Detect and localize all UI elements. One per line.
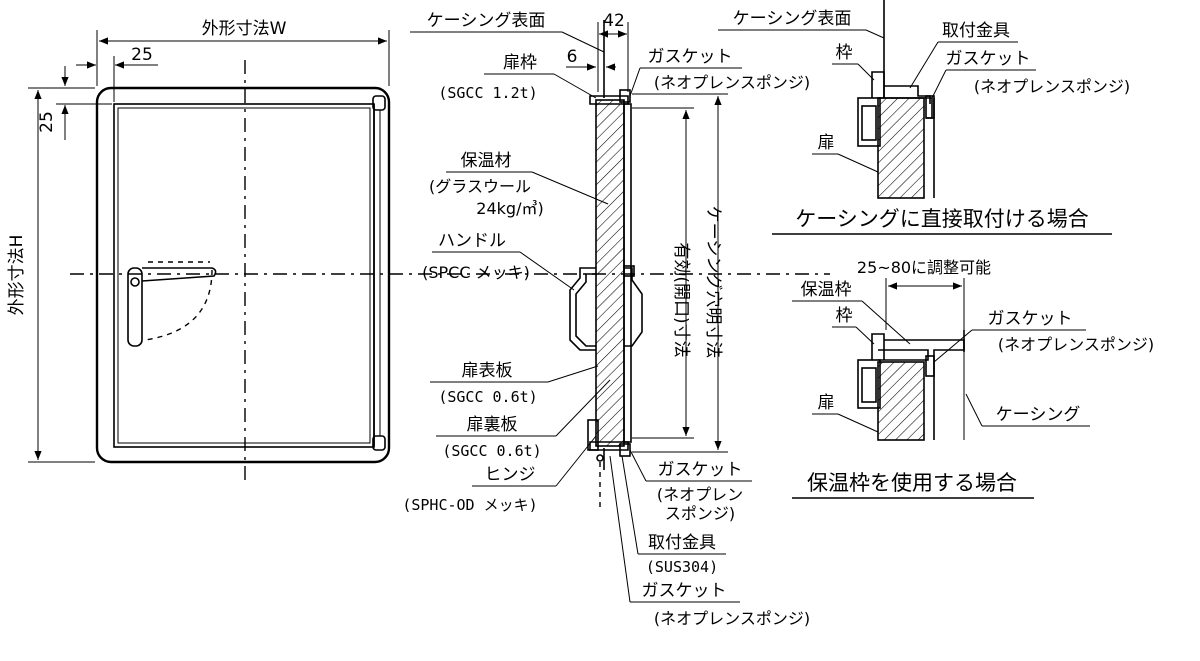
gasket-mid-spec1: (ネオプレン	[657, 485, 743, 504]
width-label: 外形寸法W	[202, 19, 287, 39]
effective-opening-label: 有効(開口)寸法	[671, 242, 691, 357]
detail-direct-mount: ケーシング表面 取付金具 枠 ガスケット (ネオプレンスポンジ) 扉 ケーシング…	[718, 0, 1130, 235]
detail2-gasket-spec: (ネオプレンスポンジ)	[998, 335, 1154, 354]
detail2-gasket-label: ガスケット	[988, 309, 1073, 329]
door-surface-plate-spec: (SGCC 0.6t)	[438, 388, 537, 406]
front-view: 外形寸法W 25 外形寸法H 25	[7, 19, 830, 485]
dim-6: 6	[567, 47, 578, 67]
detail-insulation-frame: 25~80に調整可能 保温枠 枠 ガスケット (ネオプレンスポンジ) 扉 ケーシ…	[792, 258, 1154, 499]
detail-direct-title: ケーシングに直接取付ける場合	[795, 207, 1089, 231]
bracket-spec: (SUS304)	[646, 558, 718, 576]
insulation-density: 24kg/㎥)	[476, 199, 543, 218]
bracket-label: 取付金具	[648, 533, 716, 553]
door-insulation-section	[595, 99, 625, 447]
door-back-plate-label: 扉裏板	[467, 414, 518, 435]
hinge-label: ヒンジ	[485, 465, 536, 485]
hinge-top	[372, 95, 386, 111]
detail-casing-surface-label: ケーシング表面	[733, 9, 852, 29]
dim-25-left: 25	[37, 111, 57, 133]
detail-insulated-title: 保温枠を使用する場合	[807, 471, 1017, 495]
insulation-frame-label: 保温枠	[801, 280, 852, 300]
door-frame-label: 扉枠	[503, 53, 537, 73]
gasket-top-label: ガスケット	[648, 47, 733, 67]
insulation-label: 保温材	[461, 151, 512, 171]
gasket-mid-label: ガスケット	[658, 460, 743, 480]
handle-label: ハンドル	[438, 231, 506, 251]
detail2-door-label: 扉	[818, 393, 835, 413]
detail-gasket-spec: (ネオプレンスポンジ)	[974, 77, 1130, 96]
adjustable-label: 25~80に調整可能	[857, 258, 991, 277]
door-surface-plate-label: 扉表板	[462, 361, 513, 381]
casing-label: ケーシング	[996, 405, 1081, 425]
gasket-bottom-label: ガスケット	[642, 581, 727, 601]
hinge-bottom	[372, 435, 386, 451]
casing-surface-label: ケーシング表面	[427, 11, 546, 31]
gasket-mid-spec2: スポンジ)	[665, 504, 735, 523]
handle-section	[569, 265, 643, 351]
handle-icon	[127, 261, 217, 347]
detail-door-label: 扉	[818, 133, 835, 153]
door-inner-panel	[113, 103, 375, 448]
handle-spec: (SPCC メッキ)	[422, 263, 530, 282]
door-back-plate-spec: (SGCC 0.6t)	[442, 442, 541, 460]
casing-hole-label: ケーシング穴明寸法	[703, 206, 723, 359]
hinge-spec: (SPHC-OD メッキ)	[402, 496, 537, 514]
door-outer-outline	[95, 86, 391, 464]
gasket-bottom-spec: (ネオプレンスポンジ)	[654, 609, 810, 628]
detail-bracket-label: 取付金具	[942, 21, 1010, 41]
height-label: 外形寸法H	[7, 235, 27, 316]
gasket-top-spec: (ネオプレンスポンジ)	[654, 73, 810, 92]
dim-42: 42	[603, 11, 625, 31]
detail-frame-label: 枠	[836, 43, 853, 63]
door-frame-spec: (SGCC 1.2t)	[438, 84, 537, 102]
dim-25-top: 25	[131, 45, 153, 65]
insulation-spec: (グラスウール	[429, 177, 531, 196]
section-view: 42 6 有効(開口)寸法 ケーシング穴明寸法 ケーシング表面 扉枠 (SGCC…	[402, 11, 810, 628]
detail-gasket-label: ガスケット	[946, 49, 1031, 69]
detail2-frame-label: 枠	[836, 306, 853, 326]
